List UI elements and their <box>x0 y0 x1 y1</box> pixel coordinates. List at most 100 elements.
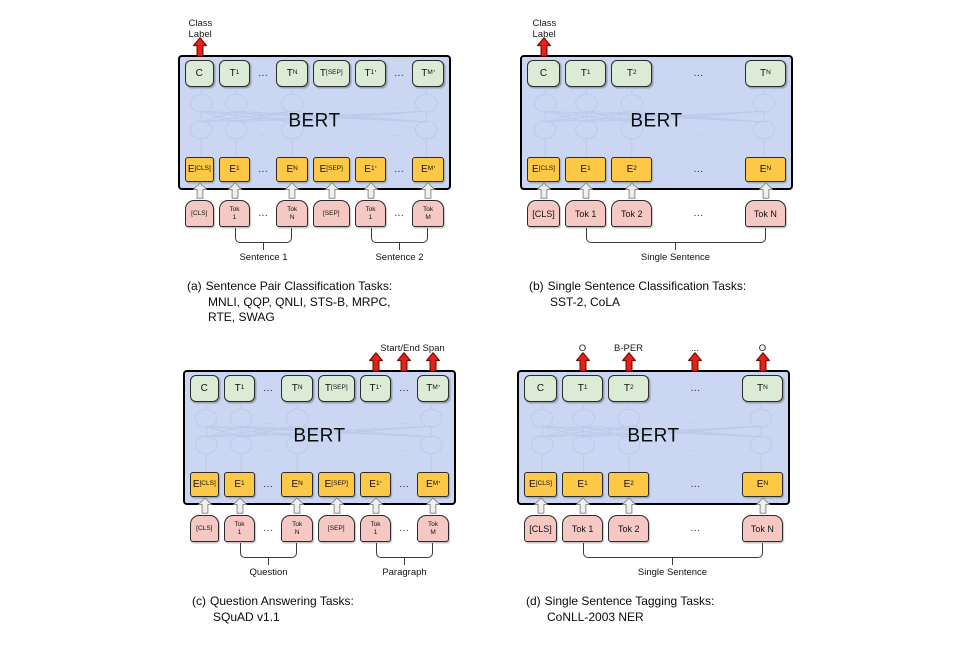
embedding-row-cell: E[SEP] <box>318 472 355 497</box>
token-box-label-line2: M <box>425 213 431 221</box>
caption-first-line: (b)Single Sentence Classification Tasks: <box>529 279 746 295</box>
bracket-label: Paragraph <box>382 567 427 578</box>
output-box-label: T <box>234 383 241 394</box>
bracket-label: Sentence 1 <box>239 252 288 263</box>
token-row-cell: [CLS] <box>190 515 219 542</box>
transformer-net-graphic: ...... <box>530 404 773 472</box>
gray-arrow-icon <box>624 182 639 199</box>
bracket-label: Sentence 2 <box>375 252 424 263</box>
red-arrow-icon <box>621 352 636 372</box>
embedding-box-subscript: 1 <box>370 165 375 173</box>
dots-label: ... <box>263 383 274 394</box>
embedding-box-subscript: 1 <box>584 480 588 488</box>
grouping-bracket: Paragraph <box>376 543 433 578</box>
transformer-net-graphic: ............ <box>189 89 438 157</box>
embedding-box-label: E <box>187 164 195 175</box>
token-box-label-line2: 1 <box>368 213 373 221</box>
gray-arrow-icon <box>290 497 304 514</box>
embedding-box-subscript: 1 <box>375 480 380 488</box>
token-box-label-line1: Tok <box>365 206 376 213</box>
class-label-line2: Label <box>188 29 212 40</box>
embedding-box-label: E <box>623 479 631 490</box>
caption: (a)Sentence Pair Classification Tasks:MN… <box>187 279 392 326</box>
dots-label: ... <box>394 164 405 175</box>
gray-arrow-icon <box>536 182 551 199</box>
output-box-subscript: 2 <box>630 384 634 392</box>
token-row-cell: [CLS] <box>185 200 214 227</box>
caption: (c)Question Answering Tasks:SQuAD v1.1 <box>192 594 354 625</box>
caption: (d)Single Sentence Tagging Tasks:CoNLL-2… <box>526 594 714 625</box>
tag-label: O <box>758 343 767 354</box>
embedding-row-cell: E[CLS] <box>190 472 219 497</box>
output-box: T[SEP] <box>318 375 355 402</box>
red-arrow-icon <box>688 352 702 372</box>
net-dots-label: ... <box>260 101 267 111</box>
token-box-label: [CLS] <box>529 523 552 534</box>
caption-first-line: (a)Sentence Pair Classification Tasks: <box>187 279 392 295</box>
input-arrows-layer <box>178 182 451 199</box>
embedding-row-cell: E[CLS] <box>524 472 557 497</box>
dots-label: ... <box>399 479 410 490</box>
token-box-label-line1: Tok <box>234 521 245 528</box>
embedding-box-subscript: [CLS] <box>194 165 211 173</box>
dots-label: ... <box>263 479 274 490</box>
output-box-subscript: N <box>766 69 771 77</box>
caption-title: Single Sentence Classification Tasks: <box>547 279 747 293</box>
embedding-row-cell: E[SEP] <box>313 157 350 182</box>
dots-label: ... <box>258 164 269 175</box>
embedding-box: E[SEP] <box>318 472 355 497</box>
embedding-box: E[CLS] <box>527 157 560 182</box>
token-box-label-line2: 1 <box>232 213 237 221</box>
output-box-subscript: M <box>432 384 438 392</box>
output-row-cell: C <box>527 60 560 87</box>
gray-arrow-icon <box>755 497 770 514</box>
dots-label: ... <box>693 164 704 175</box>
class-label-line1: Class <box>188 18 213 29</box>
bert-label: BERT <box>293 425 346 447</box>
output-row-cell: ... <box>260 375 276 402</box>
embedding-box: E[CLS] <box>524 472 557 497</box>
output-box: T[SEP] <box>313 60 350 87</box>
token-row-cell: ... <box>391 200 407 227</box>
bert-label: BERT <box>630 110 683 132</box>
output-box-label: T <box>319 68 327 79</box>
token-box: Tok 1 <box>561 515 604 542</box>
output-box-subscript: N <box>297 384 303 392</box>
bracket-tick <box>399 242 400 250</box>
red-arrow-icon <box>397 352 411 372</box>
bracket-tick <box>404 557 405 565</box>
caption-tag: (d) <box>526 594 541 608</box>
net-dots-label: ... <box>399 416 406 426</box>
grouping-bracket: Single Sentence <box>582 543 763 578</box>
token-box: [CLS] <box>190 515 219 542</box>
embedding-box-subscript: 2 <box>633 165 637 173</box>
token-row-cell: ... <box>657 200 739 227</box>
bracket-tick <box>268 557 269 565</box>
embedding-box-label: E <box>532 164 539 175</box>
embedding-box-label: E <box>192 479 200 490</box>
